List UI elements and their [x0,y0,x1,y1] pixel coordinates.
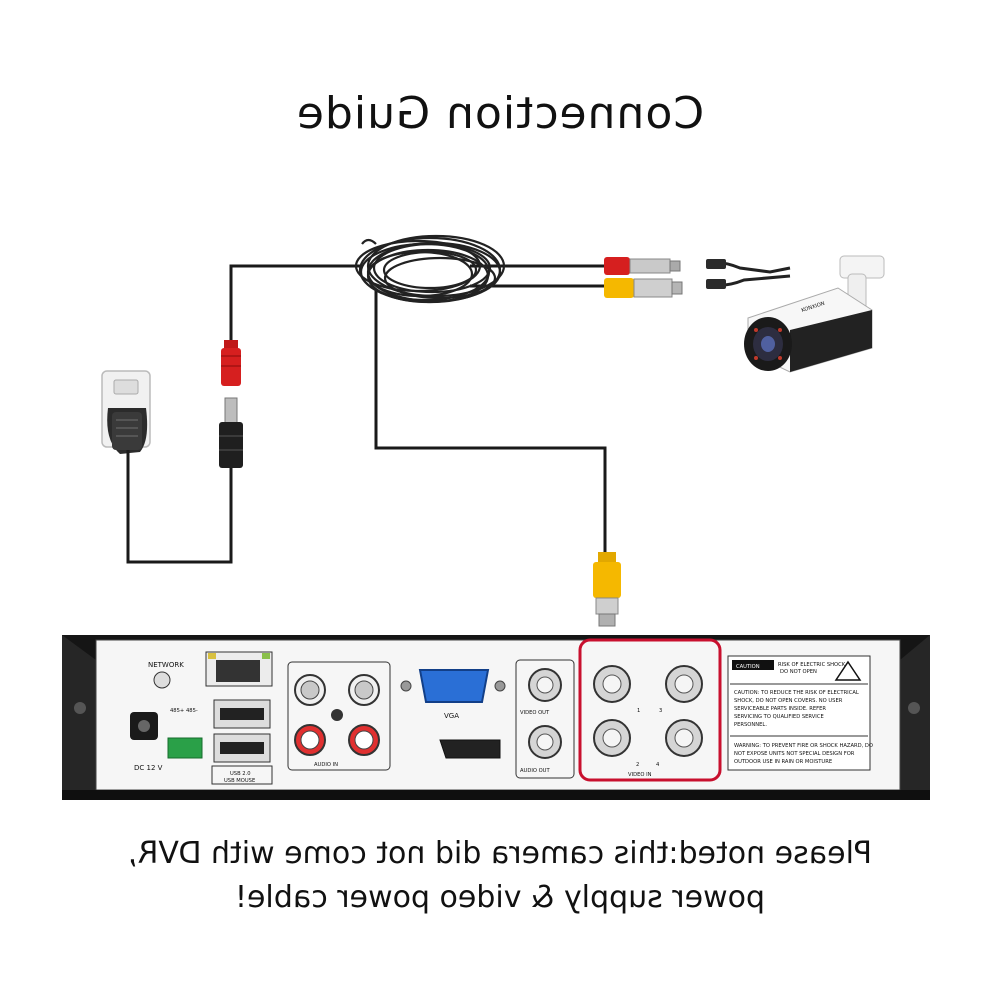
wires [126,264,607,564]
note-line-2: power supply & video power cable! [234,880,766,915]
note-text: Please noted:this camera did not come wi… [0,832,1000,920]
bnc-video-plug-icon [593,552,621,627]
dc-male-black-plug-icon [219,397,243,468]
caution-title: CAUTION [736,664,760,670]
vga-label: VGA [444,712,459,720]
caution-line-5: PERSONNEL. [734,722,767,728]
rs485-a-label: 485+ [170,708,184,714]
wall-outlet-power-adapter-icon [101,370,151,462]
channel-4-label: 4 [656,762,660,768]
caution-line-2: SHOCK, DO NOT OPEN COVERS. NO USER [734,698,843,704]
caution-line-1: CAUTION: TO REDUCE THE RISK OF ELECTRICA… [734,690,859,696]
power-wire [126,450,233,564]
warning-line-3: OUTDOOR USE IN RAIN OR MOISTURE [734,759,832,765]
caution-line-4: SERVICING TO QUALIFIED SERVICE [734,714,824,720]
usb-mouse-label: USB MOUSE [224,778,255,784]
dc-label: DC 12 V [134,764,163,772]
usb-label: USB 2.0 [230,771,251,777]
bullet-camera-icon: KONXION [706,255,885,373]
camera-side-plugs [604,257,683,298]
audio-in-label: AUDIO IN [314,762,338,768]
video-out-label: VIDEO OUT [520,710,550,716]
video-in-highlight [578,638,722,782]
video-wire [374,290,607,553]
warning-line-1: WARNING: TO PREVENT FIRE OR SHOCK HAZARD… [734,743,873,749]
dc-female-red-plug-icon [221,340,241,386]
channel-2-label: 2 [636,762,639,768]
audio-out-label: AUDIO OUT [520,768,550,774]
channel-1-label: 1 [637,708,640,714]
channel-3-label: 3 [659,708,662,714]
caution-side-2: DO NOT OPEN [780,669,817,675]
note-line-1: Please noted:this camera did not come wi… [127,836,873,871]
warning-line-2: NOT EXPOSE UNITS NOT SPECIAL DESIGN FOR [734,751,855,757]
rs485-b-label: 485- [186,708,198,714]
video-in-label: VIDEO IN [628,772,652,778]
dvr-back-panel: NETWORK DC 12 V 485+ 485- USB 2.0 USB MO… [62,635,930,800]
network-label: NETWORK [148,661,184,669]
caution-side-1: RISK OF ELECTRIC SHOCK [778,662,846,668]
caution-line-3: SERVICEABLE PARTS INSIDE. REFER [734,706,826,712]
power-dc-wire [229,264,360,345]
coiled-cable-icon [354,234,506,304]
